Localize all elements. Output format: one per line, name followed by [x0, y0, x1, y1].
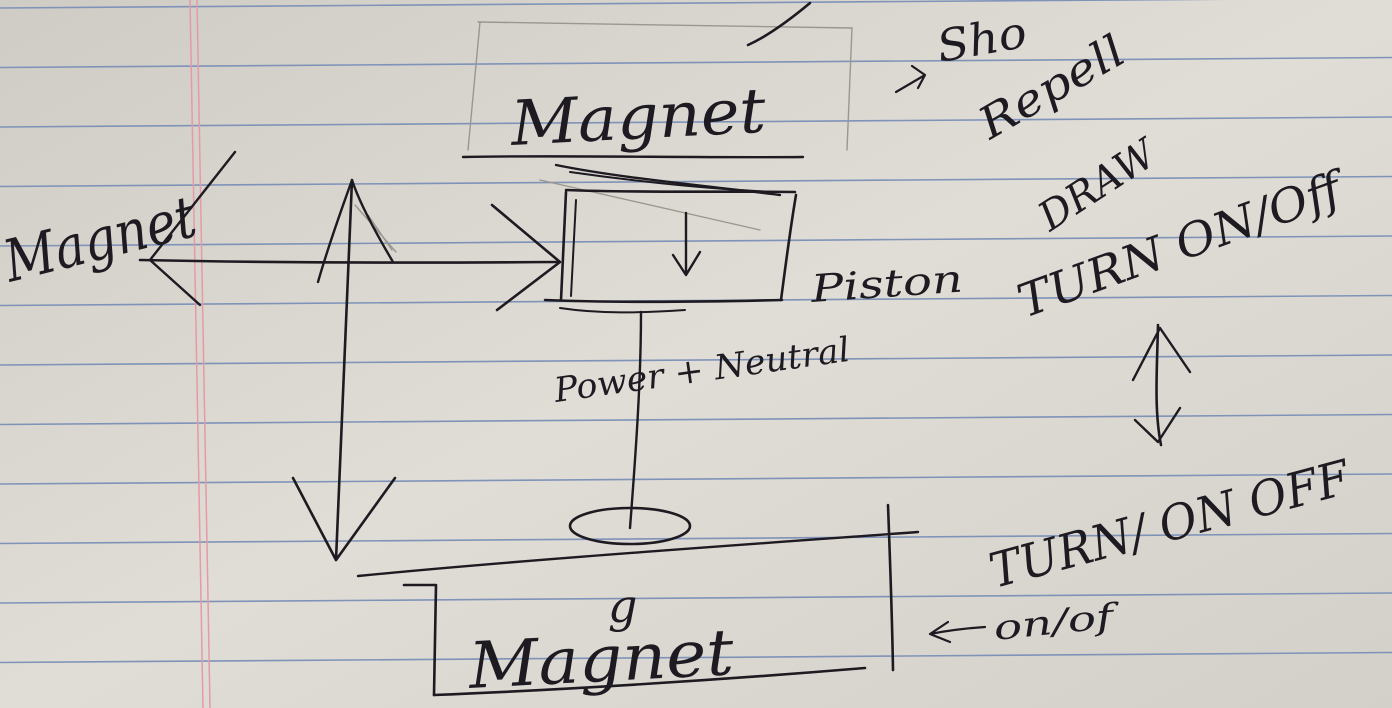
draw-label: DRAW: [1030, 129, 1167, 240]
arrow-head-up-icon: [1131, 326, 1192, 382]
shot-label: Sho: [933, 7, 1030, 73]
right-double-arrow: [1155, 323, 1163, 447]
ruled-line: [0, 592, 1392, 604]
pencil-guides: [354, 21, 853, 253]
down-arrow-icon: [671, 211, 702, 277]
arrow-head-down-icon: [291, 476, 397, 562]
margin-line: [189, 0, 204, 708]
left-arrow-shaft: [138, 258, 560, 264]
shot-pointer-arrow: [894, 64, 927, 94]
on-off-label: on/of: [992, 596, 1123, 649]
arrow-head-down-icon: [1133, 406, 1182, 444]
piston-wire: [628, 310, 643, 530]
ruled-line: [0, 651, 1392, 664]
ruled-line: [0, 354, 1392, 366]
arrow-head-left-icon: [148, 150, 237, 307]
piston-box: [543, 163, 798, 314]
ruled-line: [0, 235, 1392, 247]
ruled-line: [0, 175, 1392, 188]
magnet-top-label: Magnet: [508, 74, 768, 160]
arrow-head-right-icon: [490, 203, 562, 312]
on-off-pointer-arrow: [928, 620, 987, 644]
margin-line: [196, 0, 211, 708]
arrow-head-up-icon: [316, 178, 395, 284]
ruled-line: [0, 0, 1225, 9]
vertical-double-arrow: [334, 178, 354, 562]
bottom-magnet-box: [356, 503, 920, 697]
ruled-line: [0, 116, 1392, 128]
ruled-line: [0, 532, 1392, 545]
magnet-top-base-line: [461, 155, 805, 159]
ruled-line: [0, 413, 1392, 426]
magnet-bottom-label: Magnet: [466, 616, 736, 704]
piston-label: Piston: [808, 256, 964, 311]
coil-symbol: g: [608, 579, 637, 633]
magnet-left-label: Magnet: [0, 182, 203, 296]
power-neutral-label: Power + Neutral: [551, 330, 853, 411]
top-corner-stroke: [746, 1, 812, 47]
ruled-line: [0, 56, 1392, 69]
turn-on-off-bottom-label: TURN/ ON OFF: [984, 449, 1357, 599]
ruled-line: [0, 473, 1392, 485]
coil-ellipse: [568, 506, 692, 546]
